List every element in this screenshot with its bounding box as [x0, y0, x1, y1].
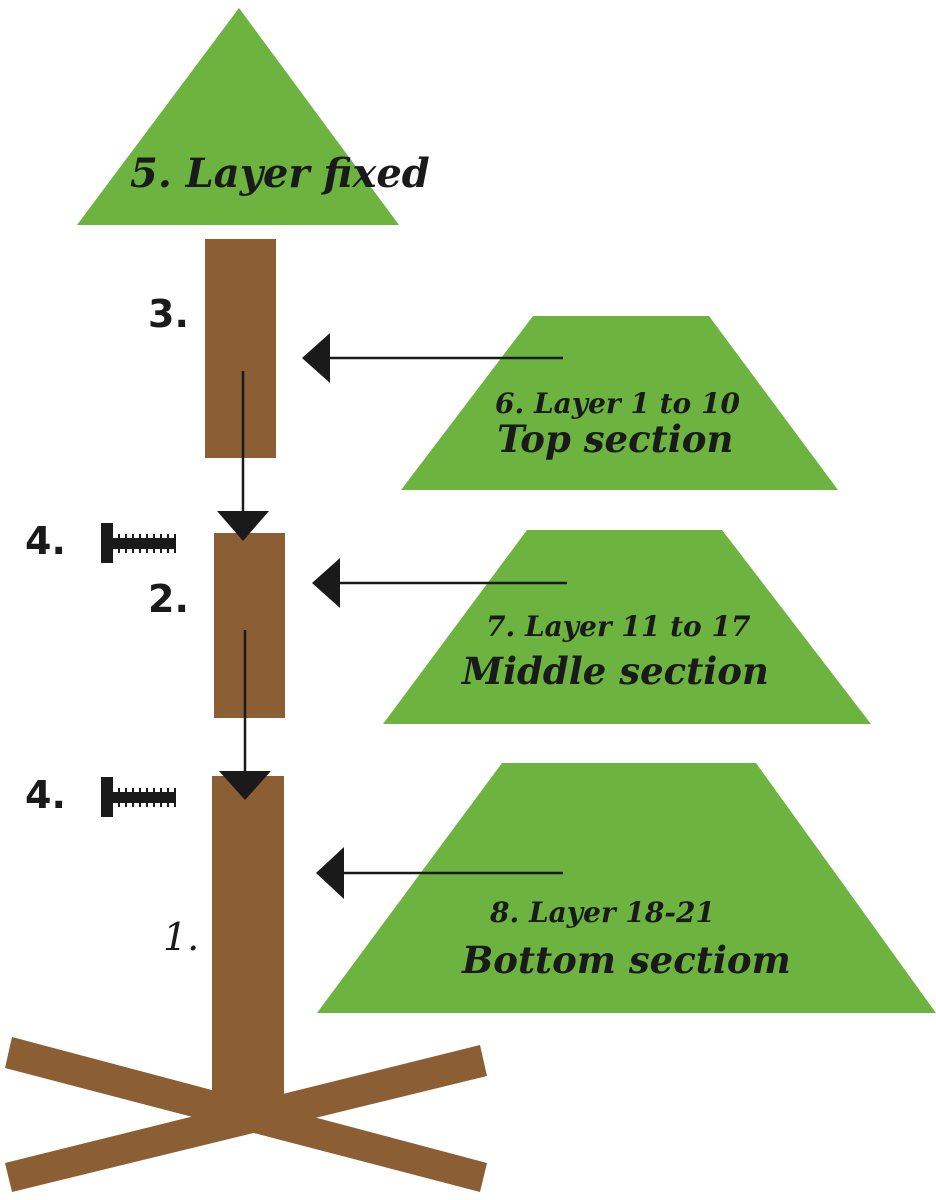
middle-section-label-2: Middle section — [460, 649, 769, 693]
top-section-foliage — [401, 316, 838, 490]
arrow-left-icon — [302, 333, 330, 383]
top-cone-label: 5. Layer fixed — [130, 150, 430, 197]
bottom-section-label-2: Bottom sectiom — [461, 938, 791, 982]
bottom-section-label-1: 8. Layer 18-21 — [489, 896, 715, 929]
stand-leg-right — [5, 1045, 487, 1192]
insert-arrow-top-to-middle — [217, 371, 269, 541]
attach-arrow-top — [302, 333, 563, 383]
screw-icon — [101, 523, 176, 563]
pole-middle — [214, 533, 285, 718]
arrow-left-icon — [312, 558, 340, 608]
pole-bottom-label: 1. — [163, 915, 199, 959]
middle-section-label-1: 7. Layer 11 to 17 — [486, 610, 751, 643]
screw-lower-label: 4. — [25, 773, 66, 817]
pole-top-label: 3. — [148, 292, 189, 336]
pole-bottom — [212, 776, 284, 1111]
screw-upper-label: 4. — [25, 519, 66, 563]
arrow-down-icon — [217, 511, 269, 541]
insert-arrow-middle-to-bottom — [219, 630, 271, 800]
screw-thread — [118, 788, 176, 807]
top-section-label-2: Top section — [497, 417, 733, 461]
top-section-label-1: 6. Layer 1 to 10 — [495, 387, 740, 420]
screw-icon — [101, 777, 176, 817]
stand — [5, 1037, 487, 1192]
pole-top — [205, 239, 276, 458]
screw-thread — [118, 534, 176, 553]
bottom-section-foliage — [317, 763, 936, 1013]
arrow-down-icon — [219, 771, 271, 800]
top-cone — [77, 8, 399, 225]
attach-arrow-middle — [312, 558, 567, 608]
middle-section-foliage — [383, 530, 871, 724]
arrow-left-icon — [316, 847, 344, 899]
pole-middle-label: 2. — [148, 577, 189, 621]
attach-arrow-bottom — [316, 847, 563, 899]
